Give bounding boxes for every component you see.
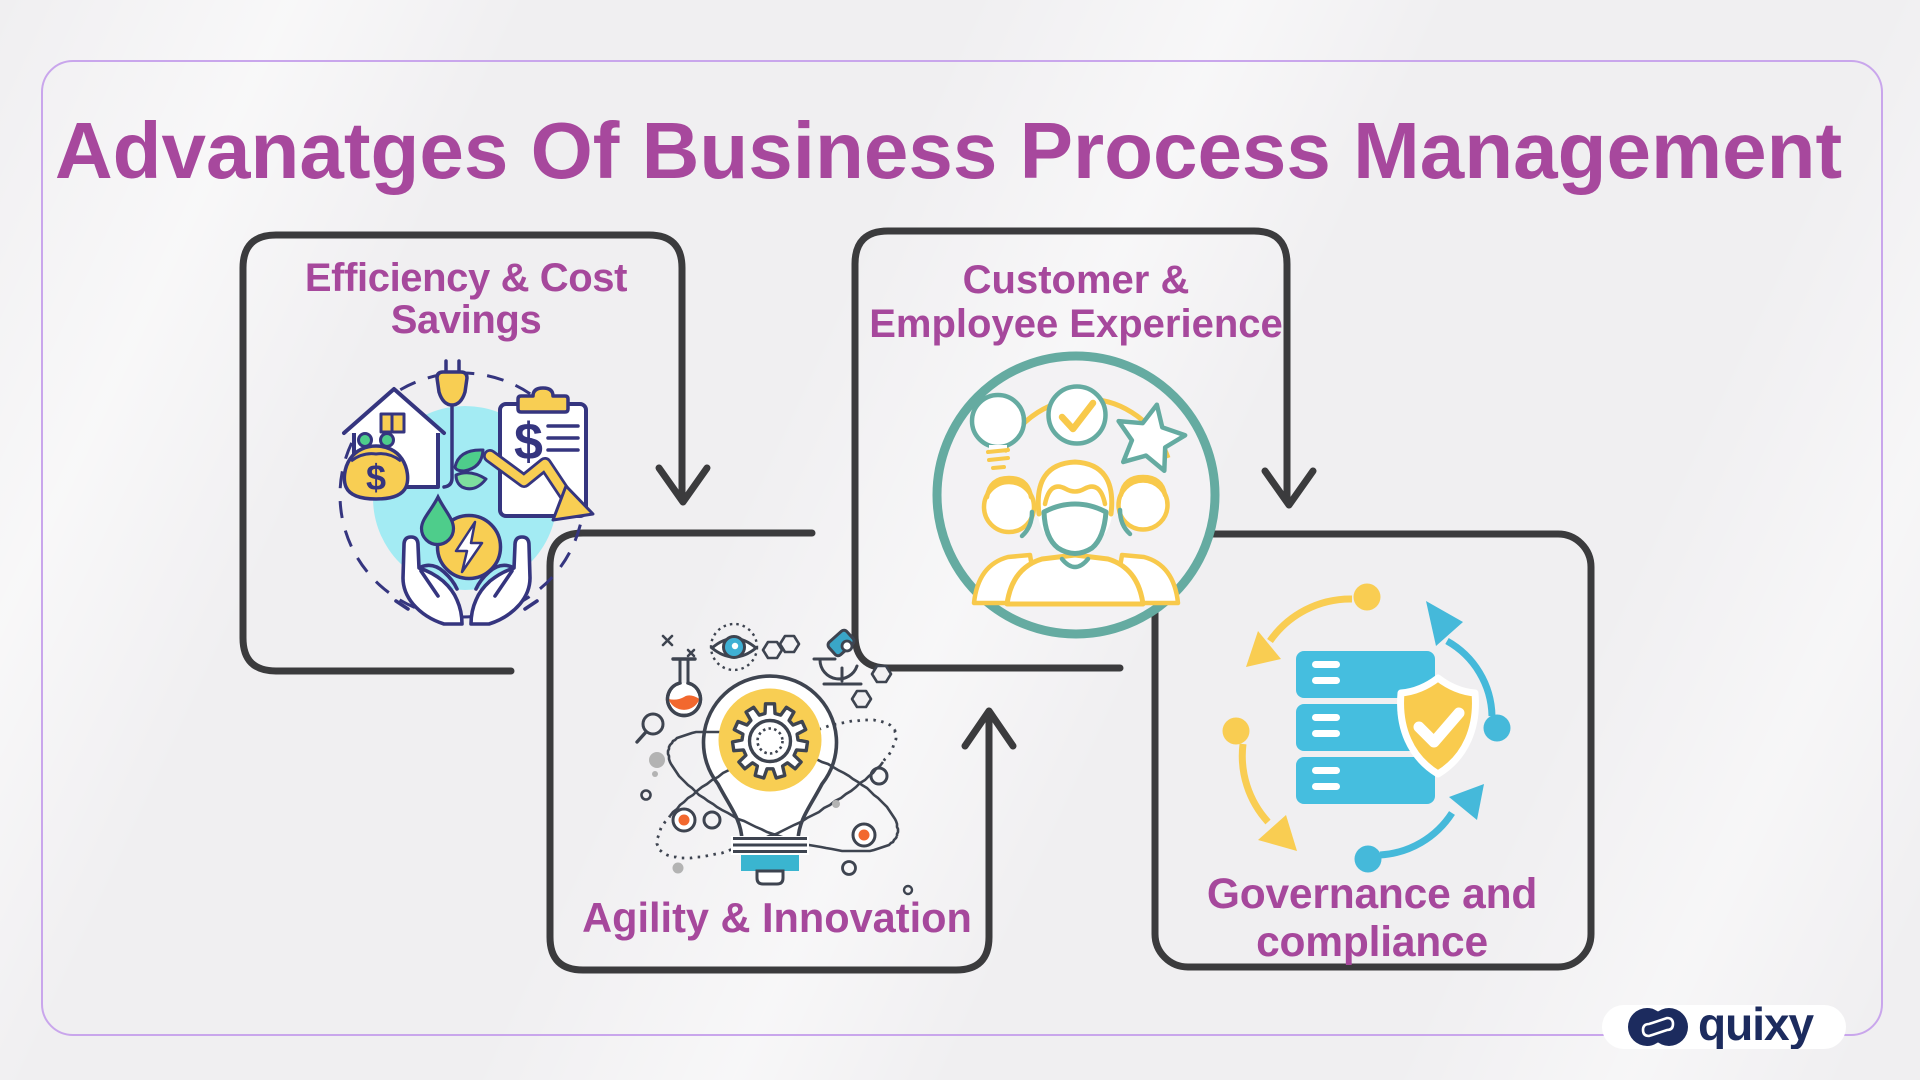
- svg-text:quixy: quixy: [1698, 1005, 1815, 1049]
- svg-text:$: $: [366, 457, 386, 498]
